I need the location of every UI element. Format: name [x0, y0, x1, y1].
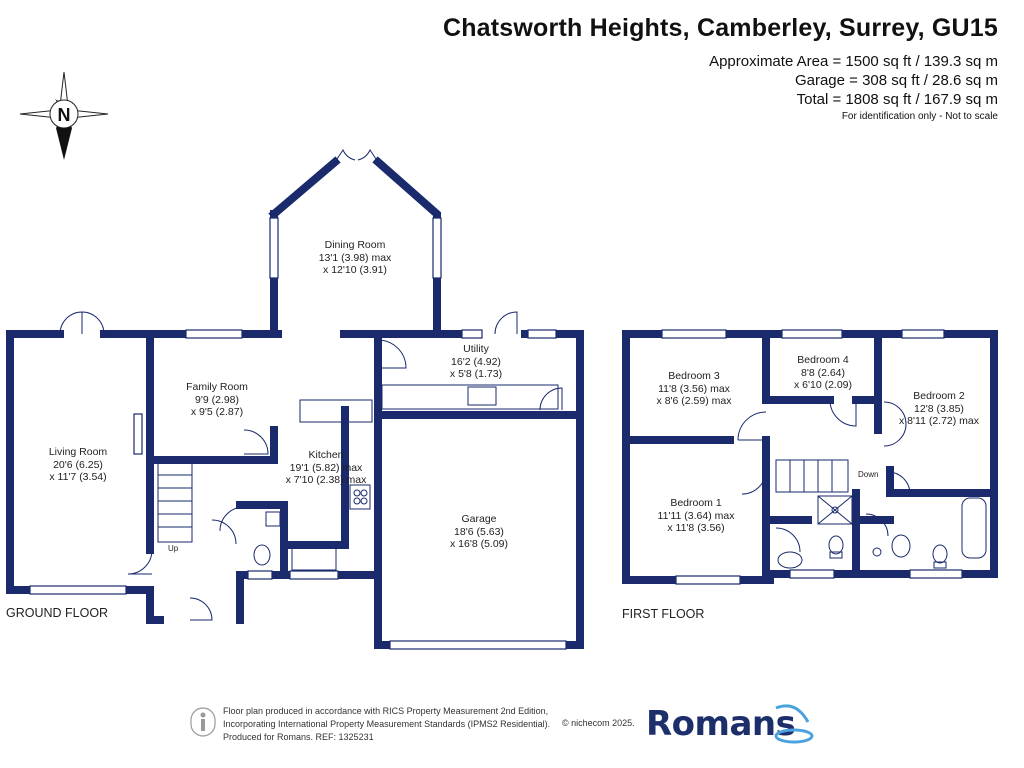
- identification-note: For identification only - Not to scale: [841, 111, 998, 122]
- room-name: Garage: [461, 513, 497, 525]
- room-dimension: 16'2 (4.92): [451, 355, 501, 368]
- room-dimension: x 11'7 (3.54): [49, 471, 107, 483]
- room-dimension: x 5'8 (1.73): [449, 368, 503, 380]
- measurement-standard-icon: [190, 707, 216, 737]
- room-label-living: Living Room 20'6 (6.25) x 11'7 (3.54): [49, 446, 107, 484]
- room-label-kitchen: Kitchen 19'1 (5.82) max x 7'10 (2.38) ma…: [286, 449, 367, 487]
- room-dimension: 13'1 (3.98) max: [318, 251, 392, 264]
- approximate-area: Approximate Area = 1500 sq ft / 139.3 sq…: [709, 53, 998, 70]
- room-label-bedroom-3: Bedroom 3 11'8 (3.56) max x 8'6 (2.59) m…: [657, 370, 732, 408]
- footer-line: Floor plan produced in accordance with R…: [223, 706, 549, 716]
- compass-rose-icon: N: [19, 71, 109, 160]
- room-dimension: x 7'10 (2.38) max: [285, 474, 367, 486]
- copyright-text: © nichecom 2025.: [562, 718, 635, 728]
- footer-line: Produced for Romans. REF: 1325231: [223, 732, 374, 742]
- room-dimension: 11'8 (3.56) max: [658, 382, 730, 395]
- room-dimension: 9'9 (2.98): [194, 393, 240, 406]
- room-name: Living Room: [48, 446, 108, 458]
- room-label-utility: Utility 16'2 (4.92) x 5'8 (1.73): [450, 343, 502, 381]
- room-dimension: x 9'5 (2.87): [190, 406, 244, 418]
- room-name: Dining Room: [324, 239, 386, 251]
- room-dimension: x 16'8 (5.09): [449, 538, 509, 550]
- room-name: Utility: [463, 343, 489, 355]
- footer-disclaimer: Floor plan produced in accordance with R…: [223, 705, 550, 744]
- room-name: Bedroom 2: [913, 390, 965, 402]
- room-dimension: x 8'11 (2.72) max: [898, 415, 980, 427]
- first-floor-label: FIRST FLOOR: [622, 607, 705, 621]
- room-name: Bedroom 3: [668, 370, 720, 382]
- room-dimension: 8'8 (2.64): [800, 366, 846, 379]
- compass-north-letter: N: [58, 105, 71, 125]
- room-dimension: x 11'8 (3.56): [667, 522, 725, 534]
- room-dimension: x 6'10 (2.09): [793, 379, 853, 391]
- total-area: Total = 1808 sq ft / 167.9 sq m: [796, 91, 998, 108]
- footer-line: Incorporating International Property Mea…: [223, 719, 551, 729]
- room-name: Family Room: [186, 381, 248, 393]
- stairs-down-label: Down: [858, 470, 879, 479]
- room-name: Bedroom 4: [797, 354, 849, 366]
- room-label-bedroom-2: Bedroom 2 12'8 (3.85) x 8'11 (2.72) max: [899, 390, 979, 428]
- room-label-family: Family Room 9'9 (2.98) x 9'5 (2.87): [186, 381, 248, 419]
- halo-icon: [774, 704, 814, 744]
- room-label-garage: Garage 18'6 (5.63) x 16'8 (5.09): [450, 513, 508, 551]
- room-name: Bedroom 1: [670, 497, 722, 509]
- room-name: Kitchen: [308, 449, 344, 461]
- room-dimension: 19'1 (5.82) max: [289, 461, 363, 474]
- romans-logo: Romans: [646, 700, 816, 750]
- room-label-bedroom-1: Bedroom 1 11'11 (3.64) max x 11'8 (3.56): [658, 497, 735, 535]
- ground-floor-label: GROUND FLOOR: [6, 606, 109, 620]
- room-dimension: 20'6 (6.25): [53, 458, 103, 471]
- room-dimension: 11'11 (3.64) max: [657, 509, 735, 522]
- room-dimension: 18'6 (5.63): [454, 525, 504, 538]
- room-label-bedroom-4: Bedroom 4 8'8 (2.64) x 6'10 (2.09): [794, 354, 852, 392]
- property-address-title: Chatsworth Heights, Camberley, Surrey, G…: [442, 14, 998, 42]
- room-dimension: 12'8 (3.85): [914, 402, 964, 415]
- room-dimension: x 12'10 (3.91): [323, 264, 387, 276]
- room-label-dining: Dining Room 13'1 (3.98) max x 12'10 (3.9…: [319, 239, 392, 277]
- area-summary: Approximate Area = 1500 sq ft / 139.3 sq…: [709, 52, 998, 109]
- romans-logo-text: Romans: [646, 704, 796, 744]
- stairs-up-label: Up: [168, 544, 179, 553]
- room-dimension: x 8'6 (2.59) max: [656, 395, 732, 407]
- garage-area: Garage = 308 sq ft / 28.6 sq m: [794, 72, 998, 89]
